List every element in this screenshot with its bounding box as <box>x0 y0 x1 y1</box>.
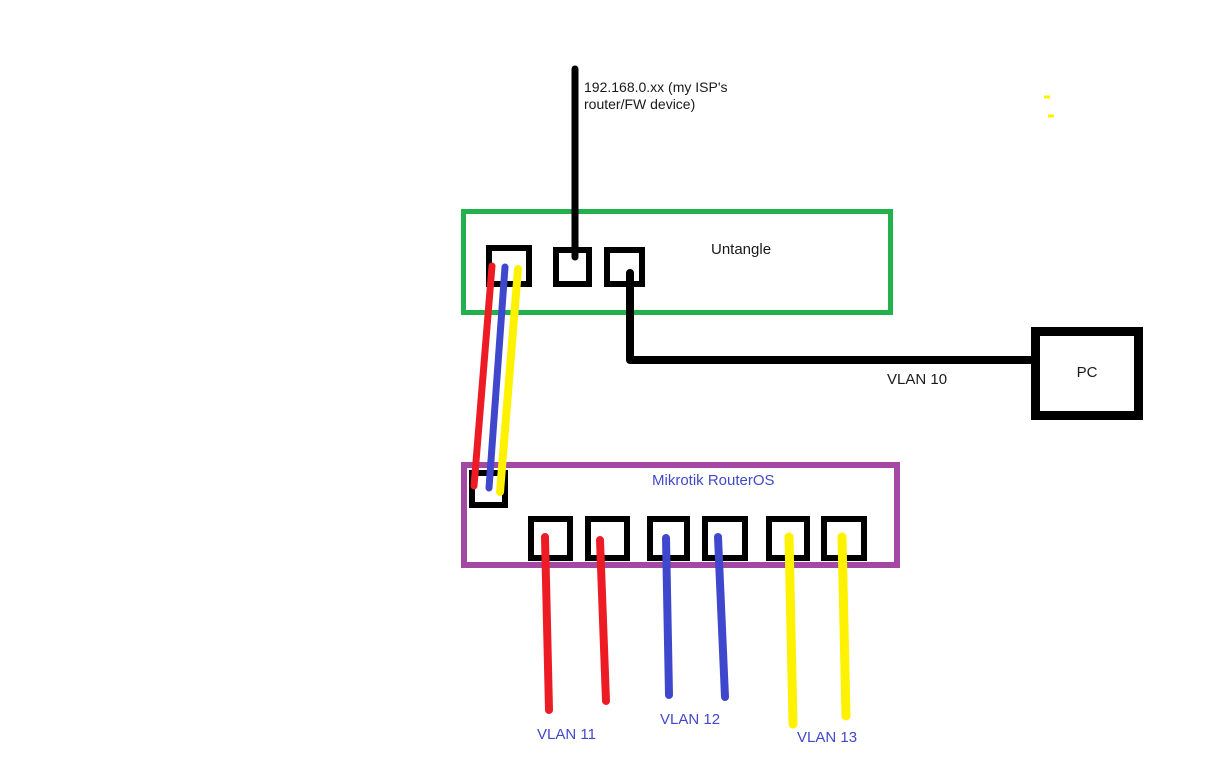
vlan11-label: VLAN 11 <box>537 726 596 743</box>
untangle-port-3 <box>604 247 645 287</box>
mikrotik-port-1 <box>528 516 573 561</box>
mikrotik-port-4 <box>702 516 748 561</box>
vlan13-label: VLAN 13 <box>797 729 858 746</box>
pc-label: PC <box>1076 364 1098 381</box>
vlan11-cable-2 <box>596 536 610 705</box>
isp-label-line1: 192.168.0.xx (my ISP's <box>584 79 728 95</box>
vlan12-cable-1 <box>662 534 673 699</box>
untangle-box <box>461 209 893 315</box>
mikrotik-port-2 <box>585 516 630 561</box>
vlan13-cable-1 <box>784 532 798 729</box>
vlan10-line <box>626 269 1038 364</box>
trunk-cable-yellow <box>496 265 522 496</box>
trunk-cable-blue <box>485 263 509 492</box>
vlan12-cable-2 <box>714 533 729 701</box>
isp-label-line2: router/FW device) <box>584 96 696 112</box>
isp-label: 192.168.0.xx (my ISP's router/FW device) <box>584 79 744 113</box>
trunk-cable-red <box>470 262 496 490</box>
vlan13-cable-2 <box>837 532 851 721</box>
pc-box <box>1031 327 1143 420</box>
untangle-label: Untangle <box>711 241 772 258</box>
vlan12-label: VLAN 12 <box>660 711 721 728</box>
vlan10-label: VLAN 10 <box>887 371 948 388</box>
mikrotik-label: Mikrotik RouterOS <box>652 472 775 489</box>
vlan11-cable-1 <box>541 533 553 714</box>
